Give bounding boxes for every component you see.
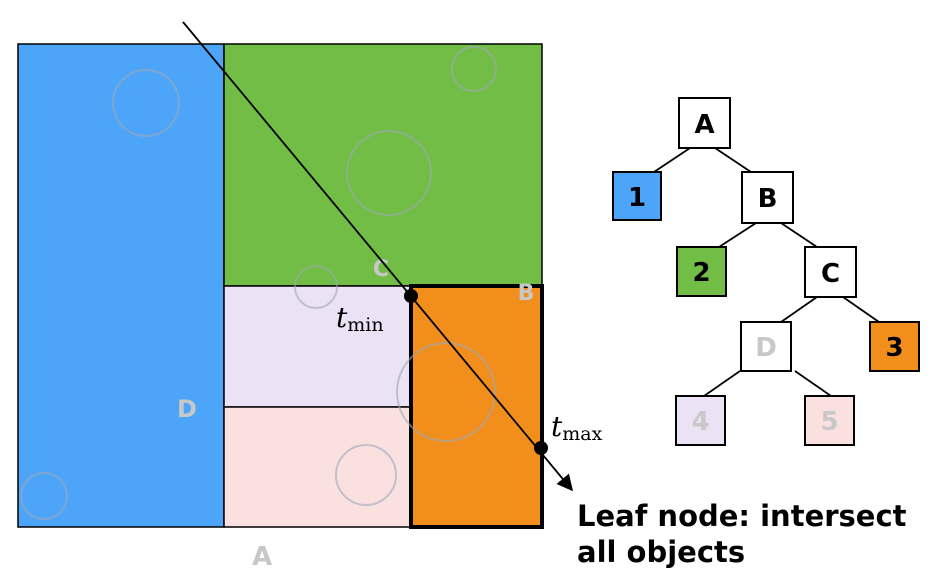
region-blue-d [17, 43, 225, 528]
region-lavender [223, 285, 412, 408]
tree-edges [653, 147, 880, 397]
svg-text:4: 4 [691, 407, 709, 437]
caption-line-2: all objects [577, 535, 745, 569]
t-min-point [404, 289, 418, 303]
tree-node-c: C [804, 246, 857, 298]
svg-text:2: 2 [692, 258, 710, 288]
region-label-c: C [373, 257, 389, 282]
object-circle [335, 444, 397, 506]
svg-text:C: C [821, 259, 840, 289]
object-circle [294, 265, 338, 309]
tree-node-b: B [741, 171, 794, 224]
svg-text:B: B [758, 184, 778, 214]
t-max-point [534, 441, 548, 455]
tree-node-d: D [740, 321, 792, 372]
kd-tree: A 1 B 2 C D 3 4 [612, 97, 920, 446]
region-pink [223, 406, 412, 528]
leaf-caption: Leaf node: intersect all objects [577, 499, 907, 569]
region-orange-leaf [409, 284, 544, 529]
t-max-label: tmax [551, 410, 603, 445]
object-circle [451, 46, 497, 92]
region-label-a: A [252, 542, 272, 572]
ray-line [182, 21, 574, 492]
region-label-d: D [177, 395, 197, 423]
object-circle [346, 130, 432, 216]
tree-leaf-1: 1 [612, 171, 662, 221]
svg-text:3: 3 [885, 333, 903, 363]
spatial-partition: A B C D [17, 43, 544, 572]
object-circle [112, 69, 180, 137]
object-circle [396, 342, 496, 442]
ray: tmin tmax [182, 21, 603, 492]
caption-line-1: Leaf node: intersect [577, 499, 907, 533]
region-green [223, 43, 543, 287]
tree-leaf-5: 5 [804, 395, 855, 446]
t-min-label: tmin [336, 301, 384, 336]
svg-text:D: D [755, 333, 777, 363]
svg-text:A: A [694, 110, 714, 140]
svg-text:5: 5 [820, 407, 838, 437]
svg-text:1: 1 [628, 183, 646, 213]
tree-leaf-2: 2 [676, 246, 727, 297]
region-label-b: B [518, 281, 535, 306]
tree-leaf-3: 3 [869, 321, 920, 372]
tree-node-a: A [678, 97, 731, 149]
tree-leaf-4: 4 [675, 395, 726, 446]
object-circle [20, 472, 68, 520]
